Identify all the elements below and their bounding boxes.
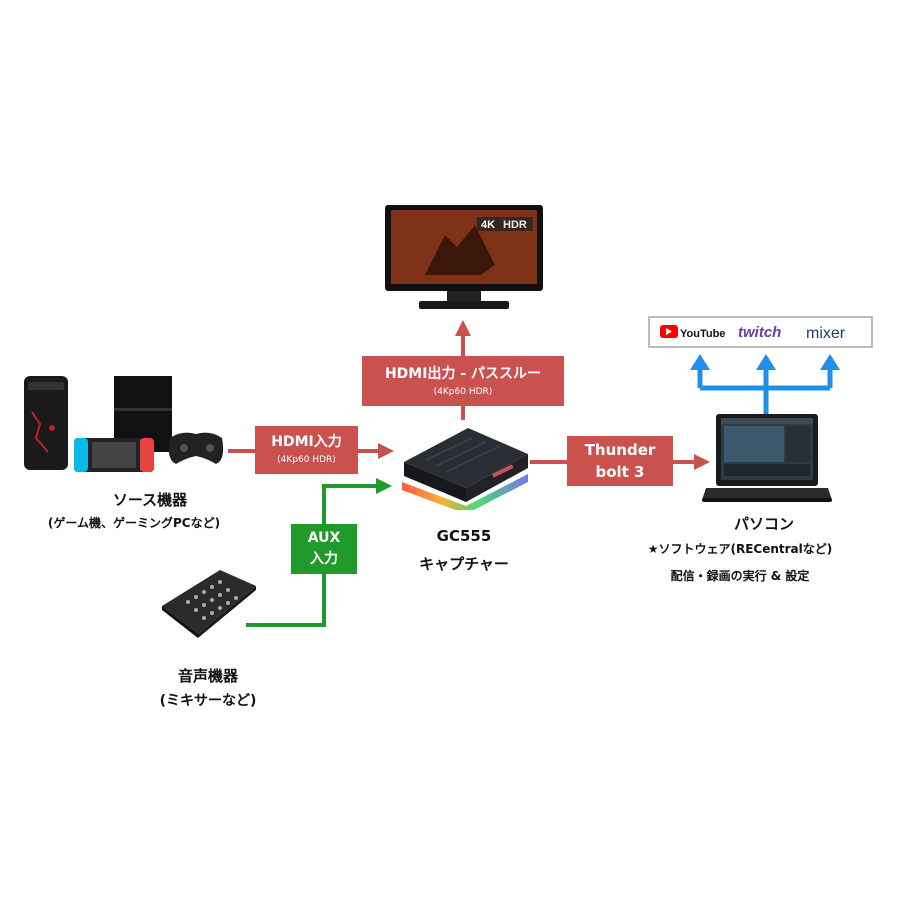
hdmi-input-label: HDMI入力 (4Kp60 HDR) xyxy=(255,426,358,474)
capture-device-image xyxy=(402,428,528,510)
hdmi-input-spec: (4Kp60 HDR) xyxy=(277,455,336,465)
source-title: ソース機器 xyxy=(112,491,188,509)
badge-4k: 4K xyxy=(481,219,495,231)
aux-input-label: AUX 入力 xyxy=(291,524,357,574)
hdmi-output-spec: (4Kp60 HDR) xyxy=(433,387,493,397)
mixer-image xyxy=(162,570,256,638)
capture-model: GC555 xyxy=(436,527,492,545)
pc-tasks: 配信・録画の実行 & 設定 xyxy=(670,569,810,583)
platform-logos: YouTube twitch mixer xyxy=(660,324,846,342)
source-subtitle: (ゲーム機、ゲーミングPCなど) xyxy=(47,516,221,530)
laptop-image xyxy=(702,414,832,502)
streaming-platforms: YouTube twitch mixer xyxy=(648,316,873,348)
thunderbolt-line1: Thunder xyxy=(584,441,656,459)
source-devices-image xyxy=(24,376,224,472)
pc-software: ★ソフトウェア(RECentralなど) xyxy=(647,542,833,556)
capture-name: キャプチャー xyxy=(419,555,509,573)
hdmi-input-text: HDMI入力 xyxy=(271,434,342,450)
platform-youtube: YouTube xyxy=(680,328,725,340)
hdmi-output-label: HDMI出力 - パススルー (4Kp60 HDR) xyxy=(362,356,564,406)
thunderbolt-line2: bolt 3 xyxy=(595,463,645,481)
platform-mixer: mixer xyxy=(806,325,846,342)
monitor-image: 4K HDR xyxy=(385,205,543,309)
audio-subtitle: (ミキサーなど) xyxy=(159,693,257,709)
hdmi-output-text: HDMI出力 - パススルー xyxy=(384,366,542,382)
badge-hdr: HDR xyxy=(503,219,527,231)
thunderbolt-label: Thunder bolt 3 xyxy=(567,436,673,486)
aux-line2: 入力 xyxy=(310,551,338,567)
aux-line1: AUX xyxy=(307,530,341,546)
audio-title: 音声機器 xyxy=(177,667,238,685)
pc-title: パソコン xyxy=(733,515,794,533)
platform-twitch: twitch xyxy=(738,324,781,341)
